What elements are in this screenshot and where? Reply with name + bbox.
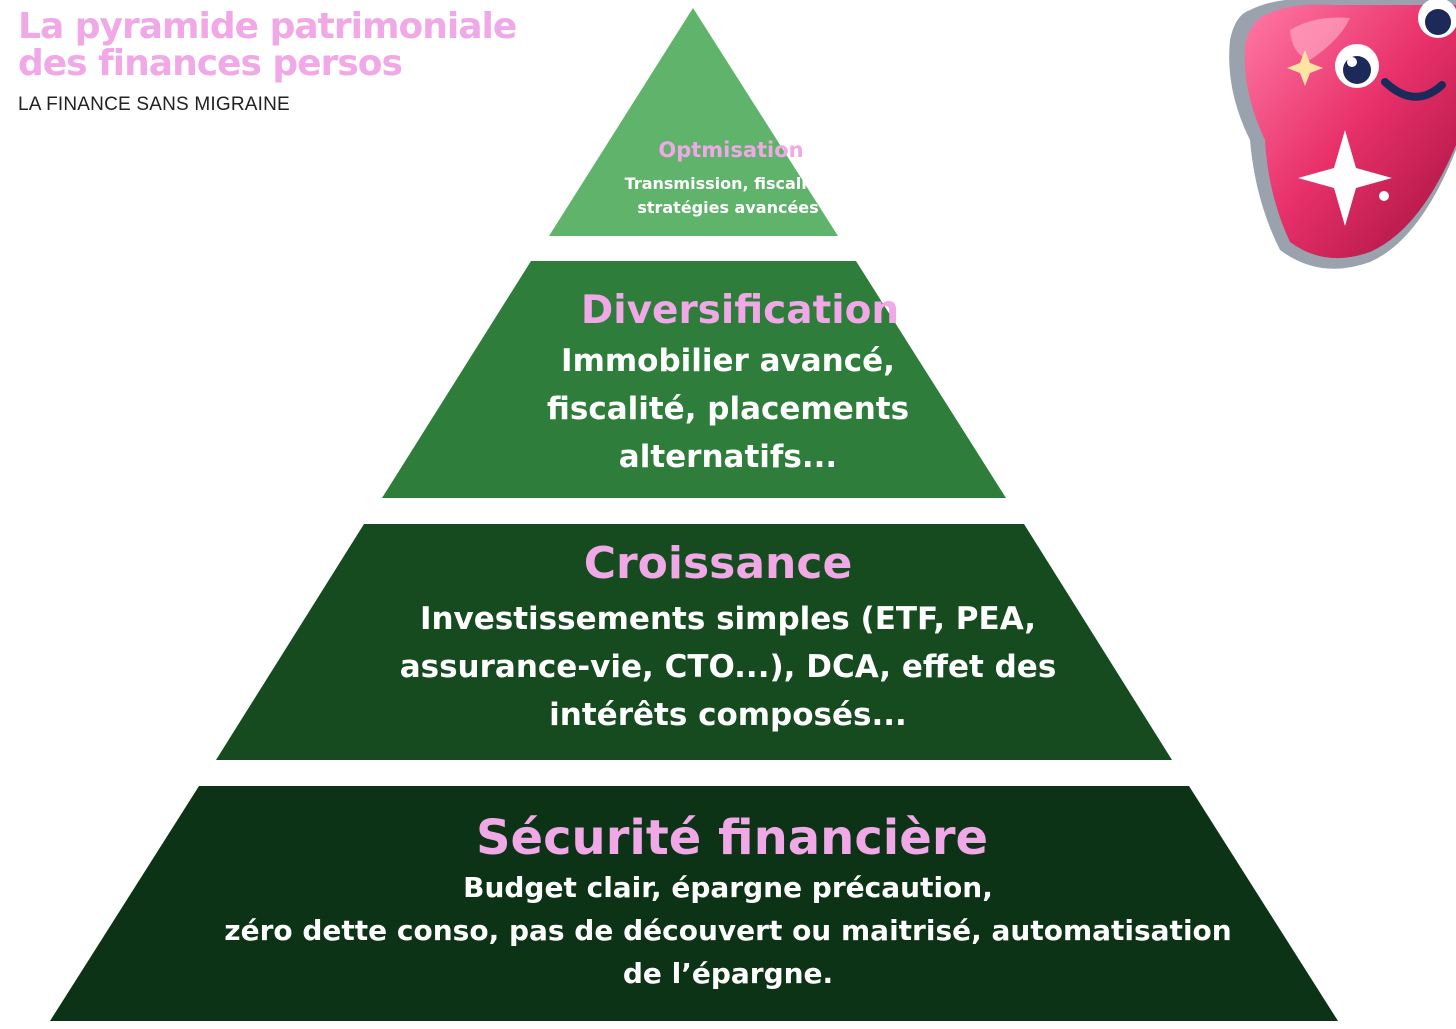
tier-diversification: Diversification Immobilier avancé, fisca…	[0, 288, 1456, 481]
tier-optimisation-shape	[549, 8, 838, 236]
tier-description: Investissements simples (ETF, PEA, assur…	[399, 601, 1057, 733]
tier-description: Budget clair, épargne précaution, zéro d…	[224, 871, 1232, 990]
tier-description: Transmission, fiscalité, stratégies avan…	[624, 174, 832, 217]
tier-croissance-shape	[216, 524, 1172, 760]
tier-heading: Sécurité financière	[475, 810, 989, 866]
tier-description: Immobilier avancé, fiscalité, placements…	[546, 343, 910, 475]
title-line-2: des finances persos	[18, 43, 403, 84]
tier-heading: Diversification	[580, 288, 900, 333]
tier-heading: Optmisation	[658, 138, 804, 162]
page-title: La pyramide patrimoniale des finances pe…	[18, 6, 517, 84]
tier-securite-financiere: Sécurité financière Budget clair, épargn…	[0, 810, 1456, 995]
tier-securite-shape	[50, 786, 1338, 1021]
tier-croissance: Croissance Investissements simples (ETF,…	[0, 538, 1456, 739]
title-line-1: La pyramide patrimoniale	[18, 6, 517, 47]
brand-subtitle: LA FINANCE SANS MIGRAINE	[18, 94, 290, 115]
header: La pyramide patrimoniale des finances pe…	[18, 6, 517, 116]
tier-diversification-shape	[382, 261, 1006, 498]
tier-optimisation: Optmisation Transmission, fiscalité, str…	[0, 138, 1456, 220]
smiling-gem-mascot-icon	[1229, 0, 1456, 269]
tier-heading: Croissance	[583, 538, 853, 589]
